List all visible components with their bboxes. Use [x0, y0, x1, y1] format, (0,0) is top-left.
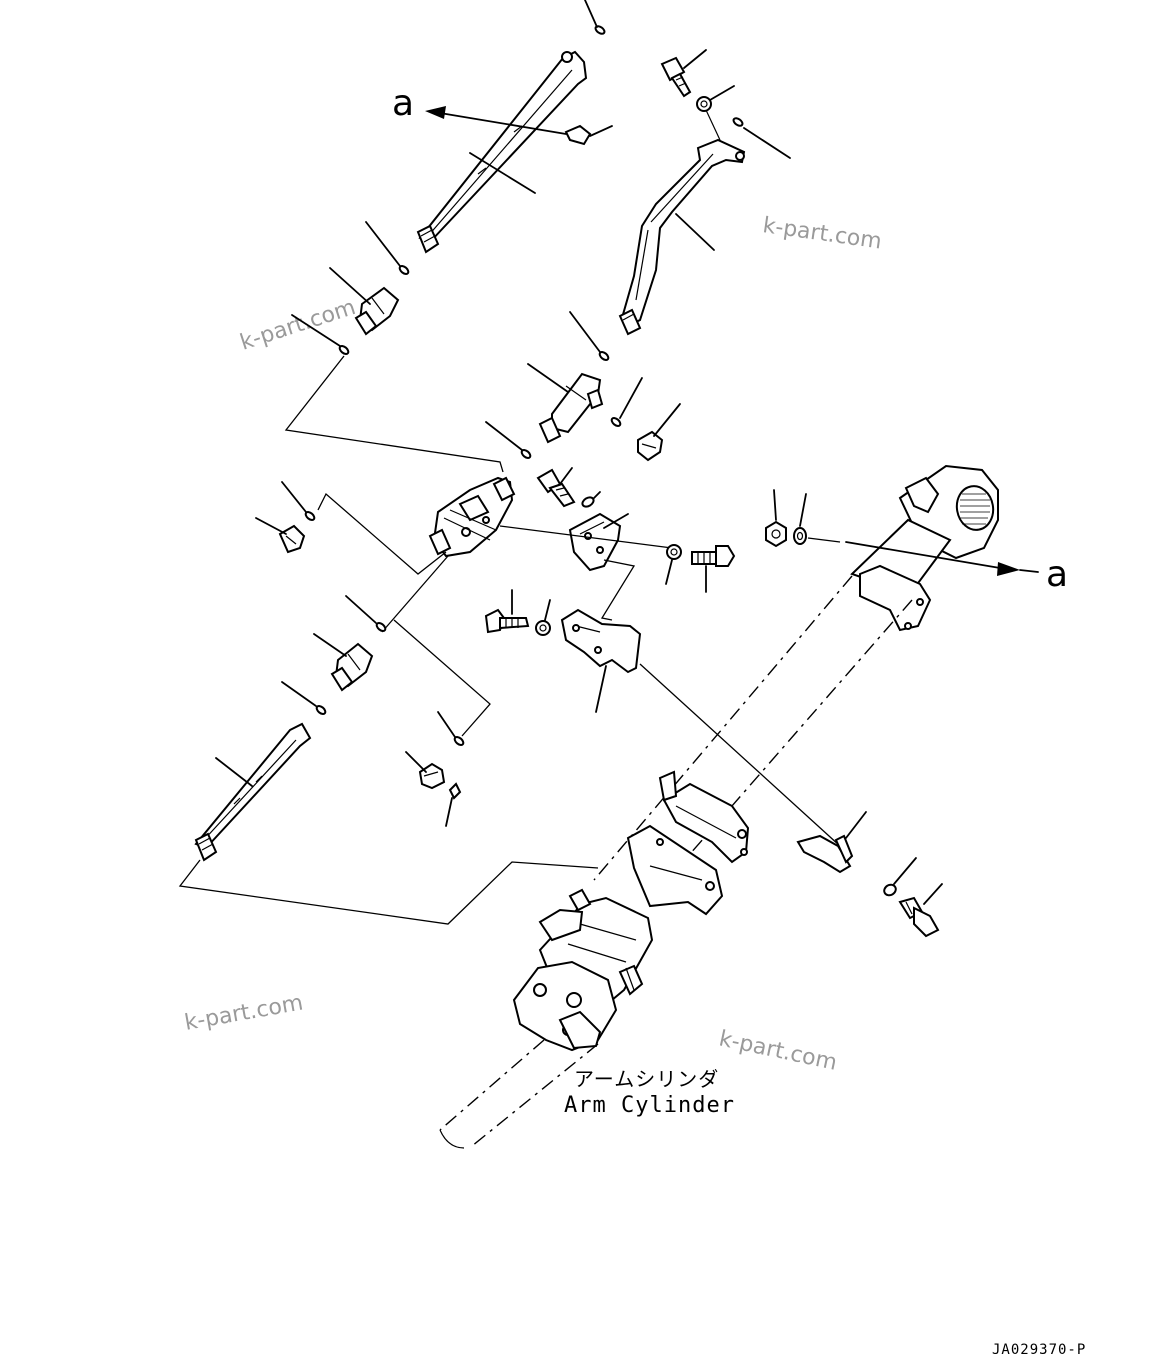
lower-pipe-left [194, 722, 312, 862]
reference-mark-lower: a [1046, 554, 1068, 595]
washer-lower-center [535, 599, 551, 636]
adapter-upper-left [329, 267, 400, 336]
guide-line-left-lower [393, 619, 491, 737]
adapter-lower-left [313, 633, 374, 692]
bolt-center-right [691, 545, 736, 593]
bolt-lower-center [484, 589, 530, 634]
tee-fitting [527, 363, 604, 444]
upper-pipe-left [416, 50, 588, 254]
bracket-upper [568, 512, 629, 572]
washer-top-right [696, 85, 735, 141]
washer-right [793, 493, 807, 545]
upper-pipe-right [618, 138, 746, 336]
drawing-code: JA029370-P [992, 1342, 1086, 1358]
o-ring-left-1 [365, 221, 410, 275]
arm-cylinder [439, 464, 999, 1149]
watermarks: k-part.com k-part.com k-part.com k-part.… [183, 213, 884, 1076]
bracket-lower [560, 608, 841, 847]
cap-small [445, 782, 462, 827]
o-ring-center-3 [485, 421, 532, 459]
reference-arrow-lower: a [845, 541, 1068, 595]
reference-mark-upper: a [392, 83, 414, 124]
washer-center-right [665, 544, 682, 585]
o-ring-left-2 [291, 314, 350, 355]
washer-center [581, 491, 601, 508]
o-ring-left-6 [437, 711, 465, 746]
o-ring-center-2 [610, 377, 643, 427]
guide-line-valve-bracket [499, 525, 673, 549]
guide-line-bottom-left [178, 859, 599, 925]
o-ring-left-3 [281, 481, 316, 521]
guide-line-left-upper [284, 355, 504, 473]
reference-arrow-upper: a [392, 83, 567, 135]
guide-line-bracket-lower [600, 559, 636, 621]
o-ring-left-4 [345, 595, 387, 632]
bolt-right-lower [898, 883, 943, 938]
guide-line-right [807, 537, 841, 543]
bolt-top-right [660, 49, 707, 98]
o-ring-top-right [732, 117, 791, 159]
guide-line-left-center [317, 492, 447, 575]
washer-right-lower [883, 857, 917, 897]
caption-english: Arm Cylinder [564, 1093, 735, 1118]
pipe-clip [564, 124, 613, 146]
clip-right-lower [796, 811, 867, 874]
watermark-bottom-left: k-part.com [183, 990, 305, 1035]
caption-japanese: アームシリンダ [574, 1067, 719, 1091]
watermark-bottom-right: k-part.com [717, 1026, 839, 1075]
bolt-center [536, 467, 576, 508]
o-ring-left-5 [281, 681, 327, 715]
elbow-fitting-small [405, 751, 446, 790]
watermark-top-right: k-part.com [761, 213, 883, 254]
plug-left [255, 517, 306, 554]
valve-block [381, 476, 516, 633]
o-ring-center-1 [569, 311, 610, 361]
nut-right [765, 489, 787, 548]
nut-center [637, 403, 681, 462]
o-ring-top [584, 0, 606, 35]
